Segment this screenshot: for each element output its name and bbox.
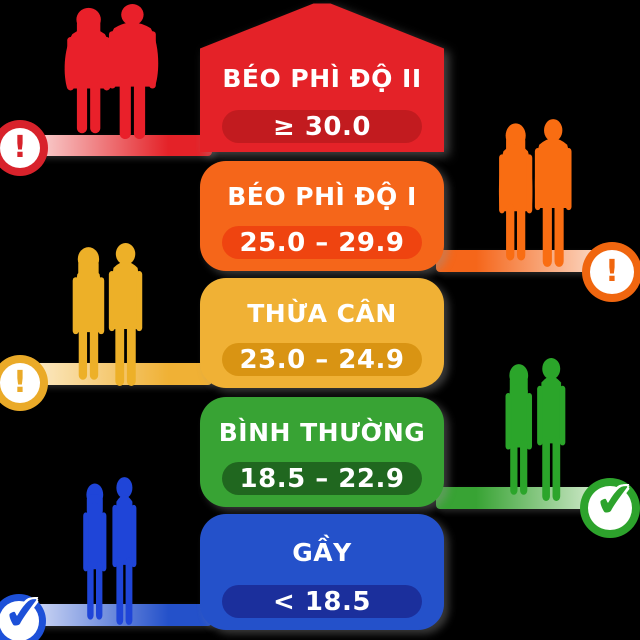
- badge-inner: !: [0, 127, 41, 169]
- bmi-range: 18.5 – 22.9: [239, 463, 405, 494]
- check-badge-icon: ✔: [0, 585, 46, 640]
- connector-bar: [436, 250, 618, 272]
- bmi-range-pill: 25.0 – 29.9: [222, 226, 422, 259]
- couple-underweight-icon: [83, 477, 137, 625]
- category-block: BÉO PHÌ ĐỘ II ≥ 30.0: [200, 3, 444, 152]
- connector-bar: [14, 604, 212, 626]
- category-block-wrap: BÉO PHÌ ĐỘ II ≥ 30.0: [200, 2, 444, 152]
- category-block: BÉO PHÌ ĐỘ I 25.0 – 29.9: [200, 161, 444, 271]
- checkmark-icon: ✔: [1, 584, 45, 640]
- bmi-range: 25.0 – 29.9: [239, 227, 405, 258]
- bmi-range-pill: < 18.5: [222, 585, 422, 618]
- bmi-range-pill: ≥ 30.0: [222, 110, 422, 143]
- check-badge-icon: ✔: [580, 472, 640, 538]
- badge-inner: ✔: [588, 472, 635, 530]
- checkmark-icon: ✔: [592, 471, 636, 529]
- bmi-range: 23.0 – 24.9: [239, 344, 405, 375]
- couple-obese1-icon: [498, 119, 572, 267]
- badge-inner: ✔: [0, 585, 44, 640]
- warning-badge-icon: !: [0, 355, 48, 411]
- couple-normal-icon: [505, 358, 566, 501]
- category-block: GẦY < 18.5: [200, 514, 444, 630]
- badge-inner: !: [590, 250, 634, 294]
- exclamation-icon: !: [605, 253, 619, 289]
- category-block: BÌNH THƯỜNG 18.5 – 22.9: [200, 397, 444, 507]
- couple-obese2-icon: [64, 4, 159, 140]
- category-label: BÉO PHÌ ĐỘ I: [227, 182, 417, 211]
- bmi-range-pill: 18.5 – 22.9: [222, 462, 422, 495]
- category-label: BÉO PHÌ ĐỘ II: [222, 64, 422, 93]
- bmi-range: < 18.5: [273, 586, 371, 617]
- warning-badge-icon: !: [582, 242, 640, 302]
- category-label: GẦY: [292, 538, 352, 567]
- exclamation-icon: !: [13, 130, 27, 165]
- warning-badge-icon: !: [0, 120, 48, 176]
- connector-bar: [436, 487, 618, 509]
- exclamation-icon: !: [13, 365, 27, 400]
- category-label: BÌNH THƯỜNG: [218, 418, 426, 447]
- badge-inner: !: [0, 362, 41, 404]
- bmi-range-pill: 23.0 – 24.9: [222, 343, 422, 376]
- connector-bar: [14, 363, 212, 385]
- bmi-range: ≥ 30.0: [273, 111, 371, 142]
- category-block: THỪA CÂN 23.0 – 24.9: [200, 278, 444, 388]
- category-label: THỪA CÂN: [247, 299, 397, 328]
- couple-overweight-icon: [72, 243, 143, 386]
- connector-bar: [14, 135, 212, 156]
